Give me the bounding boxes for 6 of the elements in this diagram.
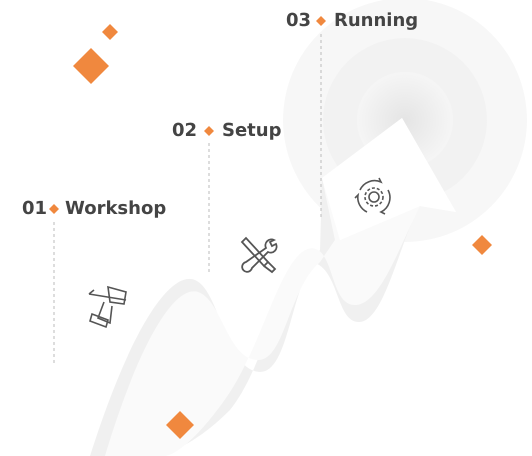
step-title: Workshop [65,198,166,220]
step-number: 02 [172,120,198,142]
step-number: 01 [22,198,48,220]
step-title: Setup [222,120,282,142]
step-number: 03 [286,10,312,32]
step-title: Running [334,10,418,32]
